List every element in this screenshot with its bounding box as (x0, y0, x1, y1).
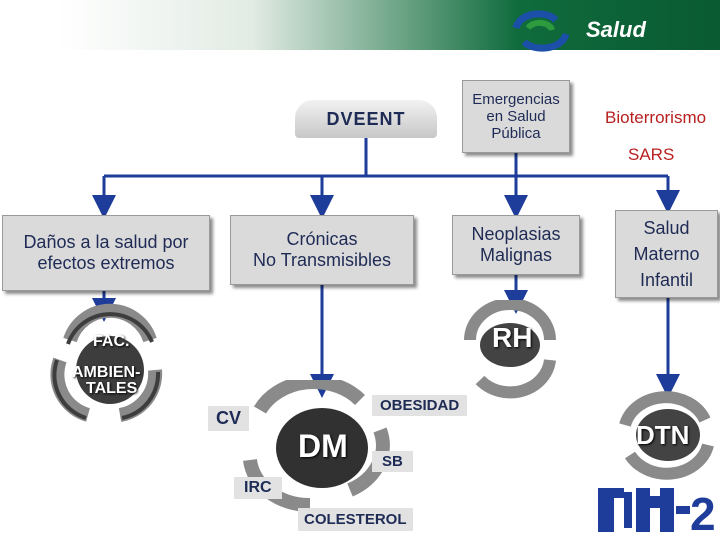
obesidad-label: OBESIDAD (372, 395, 468, 416)
bioterrorismo-label: Bioterrorismo (605, 108, 707, 127)
salud-materno-line-3: Infantil (639, 270, 694, 290)
neoplasias-node: Neoplasias Malignas (452, 215, 580, 275)
logo-text: Salud (586, 17, 646, 42)
dtn-cycle-icon (619, 391, 714, 480)
emergencias-line-2: en Salud (486, 108, 546, 125)
emergencias-line-1: Emergencias (472, 91, 560, 108)
danos-line-2: efectos extremos (37, 253, 175, 273)
neoplasias-line-2: Malignas (479, 245, 553, 265)
emergencias-line-3: Pública (491, 125, 541, 142)
sars-label: SARS (628, 145, 675, 164)
dm-label: DM (298, 428, 348, 464)
danos-node: Daños a la salud por efectos extremos (2, 215, 210, 291)
cv-label: CV (208, 406, 250, 431)
salud-materno-line-1: Salud (643, 218, 690, 238)
dveent-label: DVEENT (326, 108, 406, 129)
cronicas-line-2: No Transmisibles (252, 250, 392, 270)
cronicas-node: Crónicas No Transmisibles (230, 215, 414, 285)
colesterol-label: COLESTEROL (298, 508, 413, 531)
irc-label: IRC (234, 477, 282, 499)
header-band (0, 0, 720, 50)
neoplasias-line-1: Neoplasias (471, 224, 561, 244)
fac-label-3: TALES (86, 380, 138, 397)
rh-label: RH (492, 322, 533, 353)
cronicas-line-1: Crónicas (286, 229, 358, 249)
dtn-label: DTN (636, 420, 690, 450)
salud-materno-line-2: Materno (633, 244, 700, 264)
fac-label-2: AMBIEN- (72, 364, 141, 381)
sb-label: SB (372, 451, 413, 472)
salud-logo-icon (512, 10, 570, 52)
svg-text:2: 2 (690, 488, 716, 538)
fac-label-1: FAC. (93, 333, 130, 350)
emergencias-node: Emergencias en Salud Pública (462, 80, 570, 153)
salud-materno-node: Salud Materno Infantil (615, 210, 718, 298)
dveent-node: DVEENT (295, 100, 437, 138)
dm-cycle-icon (243, 380, 390, 513)
fac-cycle-icon (50, 303, 163, 422)
danos-line-1: Daños a la salud por (23, 232, 189, 252)
rh-cycle-icon (464, 300, 556, 399)
dm2-logo-icon: 2 (598, 488, 716, 538)
